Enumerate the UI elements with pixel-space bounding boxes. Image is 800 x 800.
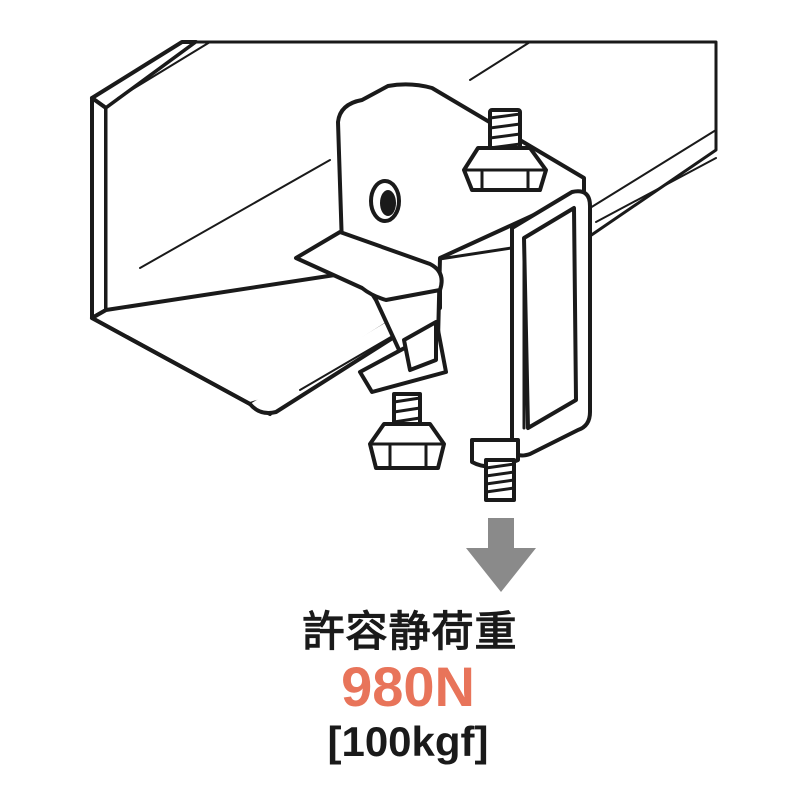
load-value-kgf: [100kgf] bbox=[327, 718, 489, 765]
load-title: 許容静荷重 bbox=[302, 607, 518, 656]
top-bolt bbox=[462, 108, 548, 192]
bottom-bolt bbox=[368, 392, 446, 470]
load-value: 980N bbox=[341, 655, 475, 718]
threaded-rod bbox=[470, 438, 520, 502]
load-arrow-icon bbox=[466, 518, 536, 592]
clamp-loop bbox=[510, 189, 592, 458]
